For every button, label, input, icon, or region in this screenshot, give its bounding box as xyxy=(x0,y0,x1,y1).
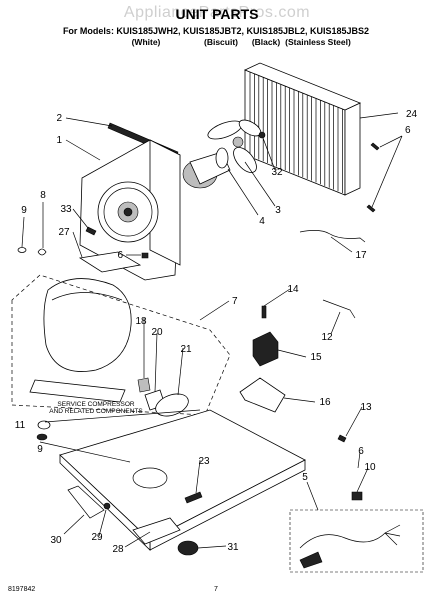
drain-tube xyxy=(322,299,356,319)
callout-21: 21 xyxy=(180,344,192,355)
callout-20: 20 xyxy=(151,327,163,338)
fan-blade xyxy=(207,119,262,173)
base-screw-right xyxy=(337,434,347,443)
service-note-line2: AND RELATED COMPONENTS xyxy=(49,408,143,415)
callout-31: 31 xyxy=(227,542,239,553)
wire-harness xyxy=(299,230,366,243)
grommet xyxy=(37,420,51,430)
callout-11: 11 xyxy=(15,420,26,431)
callout-9-lower: 9 xyxy=(37,444,43,455)
service-boundary xyxy=(11,274,231,416)
compressor xyxy=(29,278,132,403)
fan-nut xyxy=(258,131,266,139)
callout-13: 13 xyxy=(360,402,372,413)
callout-4: 4 xyxy=(259,216,265,227)
callout-33: 33 xyxy=(60,204,72,215)
color-biscuit: (Biscuit) xyxy=(204,37,238,47)
callout-3: 3 xyxy=(275,205,281,216)
base-rail xyxy=(132,517,181,545)
callout-6-right: 6 xyxy=(405,125,411,136)
callout-29: 29 xyxy=(91,532,103,543)
callouts: 1 2 3 4 5 6 6 6 7 8 9 9 10 11 12 13 14 1… xyxy=(15,109,418,555)
callout-18: 18 xyxy=(135,316,147,327)
callout-30: 30 xyxy=(50,535,62,546)
relay xyxy=(252,331,279,367)
rubber-foot xyxy=(177,540,199,556)
page-number: 7 xyxy=(214,586,218,593)
compressor-components xyxy=(137,377,189,417)
base-screw xyxy=(103,502,111,510)
callout-2: 2 xyxy=(56,113,62,124)
callout-23: 23 xyxy=(198,456,210,467)
diagram-title: UNIT PARTS xyxy=(176,6,259,22)
callout-1: 1 xyxy=(56,135,62,146)
service-note-line1: SERVICE COMPRESSOR xyxy=(57,401,134,408)
callout-12: 12 xyxy=(321,332,333,343)
callout-32: 32 xyxy=(271,167,283,178)
color-stainless: (Stainless Steel) xyxy=(285,37,351,47)
wire-clip xyxy=(37,248,47,256)
callout-14: 14 xyxy=(287,284,299,295)
power-cord-kit xyxy=(289,509,424,573)
callout-8: 8 xyxy=(40,190,46,201)
callout-15: 15 xyxy=(310,352,322,363)
base-pan xyxy=(59,409,306,551)
relay-bracket xyxy=(239,377,286,413)
leader-lines xyxy=(21,112,403,549)
doc-number: 8197842 xyxy=(8,586,35,593)
washer-lower xyxy=(36,433,48,441)
screw-upper-right xyxy=(366,142,380,213)
connector xyxy=(351,491,363,501)
models-line: For Models: KUIS185JWH2, KUIS185JBT2, KU… xyxy=(63,26,369,36)
callout-16: 16 xyxy=(319,397,331,408)
callout-24: 24 xyxy=(406,109,418,120)
shroud-bracket xyxy=(78,251,142,273)
callout-6-shroud: 6 xyxy=(117,250,123,261)
callout-17: 17 xyxy=(355,250,367,261)
callout-10: 10 xyxy=(364,462,376,473)
watermark: AppliancePartsPros.com xyxy=(124,4,310,21)
shroud-screw xyxy=(85,226,97,236)
relay-screw xyxy=(261,305,267,319)
fan-shroud xyxy=(79,139,181,281)
base-frame-bracket xyxy=(67,485,105,519)
base-ring xyxy=(132,467,168,489)
condenser-coil xyxy=(243,62,362,196)
screw-shroud xyxy=(141,252,149,259)
color-white: (White) xyxy=(132,37,161,47)
fan-motor xyxy=(182,147,231,189)
callout-28: 28 xyxy=(112,544,124,555)
callout-9-upper: 9 xyxy=(21,205,27,216)
callout-7: 7 xyxy=(232,296,238,307)
color-black: (Black) xyxy=(252,37,281,47)
washer-upper xyxy=(17,247,27,253)
callout-5: 5 xyxy=(302,472,308,483)
callout-6-base: 6 xyxy=(358,446,364,457)
callout-27: 27 xyxy=(58,227,70,238)
